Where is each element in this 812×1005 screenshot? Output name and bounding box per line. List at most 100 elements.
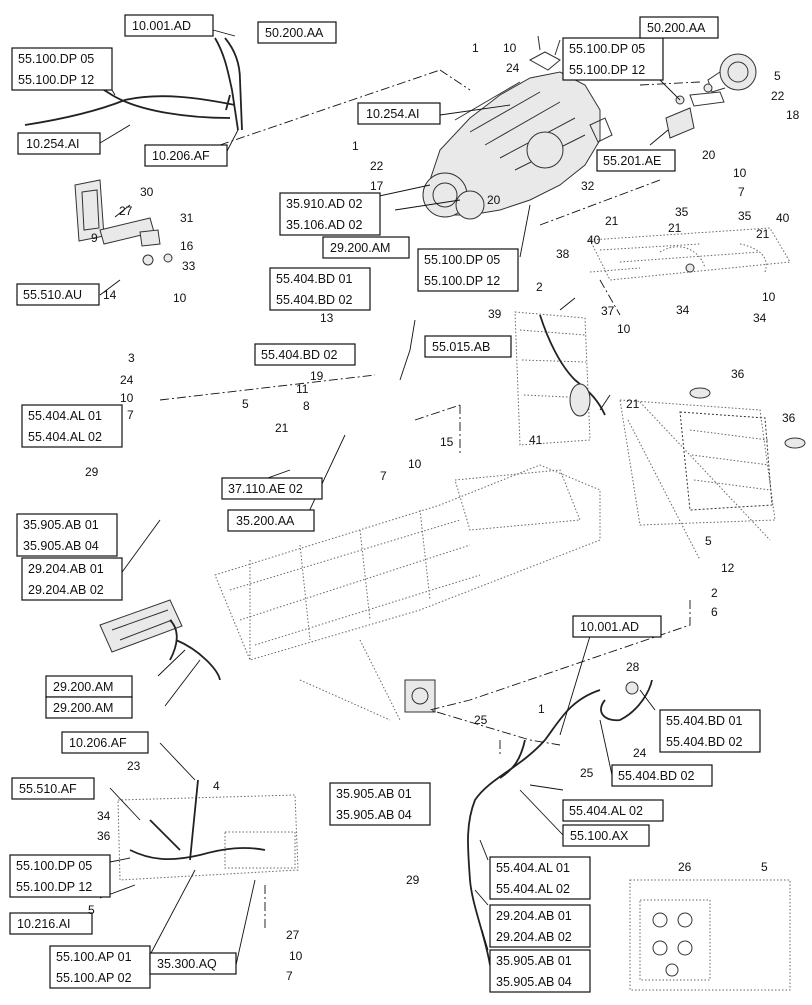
ref-box-29-204-ab-left[interactable]: 29.204.AB 01 29.204.AB 02 [21, 557, 123, 601]
ref-label: 50.200.AA [265, 26, 324, 40]
ref-label: 55.100.DP 05 [569, 42, 645, 56]
ref-label: 29.200.AM [53, 680, 113, 694]
ref-box-55-404-al-center[interactable]: 55.404.AL 01 55.404.AL 02 [489, 856, 591, 900]
callout: 19 [310, 369, 324, 383]
callout: 22 [370, 159, 384, 173]
callout: 10 [617, 322, 631, 336]
callout: 5 [705, 534, 712, 548]
callout: 5 [761, 860, 768, 874]
callout: 24 [506, 61, 520, 75]
ref-box-55-015-ab[interactable]: 55.015.AB [424, 335, 512, 358]
callout: 10 [289, 949, 303, 963]
callout: 35 [738, 209, 752, 223]
callout: 21 [275, 421, 289, 435]
callout: 37 [601, 304, 615, 318]
ref-box-55-404-al-02[interactable]: 55.404.AL 02 [562, 799, 664, 822]
ref-box-55-404-al-left[interactable]: 55.404.AL 01 55.404.AL 02 [21, 404, 123, 448]
valve-block-illustration [629, 879, 791, 991]
ref-label: 10.001.AD [580, 620, 639, 634]
callout: 4 [213, 779, 220, 793]
ref-box-10-206-af-lower[interactable]: 10.206.AF [61, 731, 149, 754]
callout: 20 [702, 148, 716, 162]
ref-box-10-206-af-top[interactable]: 10.206.AF [144, 144, 228, 167]
callout: 25 [474, 713, 488, 727]
ref-box-35-200-aa[interactable]: 35.200.AA [227, 509, 315, 532]
callout: 2 [711, 586, 718, 600]
ref-box-55-100-dp-top-right[interactable]: 55.100.DP 05 55.100.DP 12 [562, 37, 664, 81]
ref-box-35-300-aq[interactable]: 35.300.AQ [149, 952, 237, 975]
callout: 35 [675, 205, 689, 219]
ref-label: 55.100.DP 12 [16, 880, 92, 894]
ref-box-55-201-ae[interactable]: 55.201.AE [596, 149, 676, 172]
callout: 7 [286, 969, 293, 983]
ref-box-50-200-aa-right[interactable]: 50.200.AA [639, 16, 719, 39]
callout: 7 [127, 408, 134, 422]
callout: 40 [776, 211, 790, 225]
callout: 21 [668, 221, 682, 235]
reference-dash-lines [159, 69, 701, 930]
ref-box-10-254-ai-center[interactable]: 10.254.AI [357, 102, 441, 125]
ref-box-29-200-am-lower-1[interactable]: 29.200.AM [45, 675, 133, 698]
ref-box-55-404-bd-lower[interactable]: 55.404.BD 01 55.404.BD 02 [659, 709, 761, 753]
ref-box-55-100-ap[interactable]: 55.100.AP 01 55.100.AP 02 [49, 945, 151, 989]
ref-box-35-905-ab-bottom[interactable]: 35.905.AB 01 35.905.AB 04 [489, 949, 591, 993]
ref-box-55-510-af[interactable]: 55.510.AF [11, 777, 95, 800]
ref-label: 10.216.AI [17, 917, 71, 931]
ref-label: 37.110.AE 02 [228, 482, 303, 496]
ref-label: 55.510.AF [19, 782, 77, 796]
callout: 36 [782, 411, 796, 425]
ref-box-35-905-ab-center[interactable]: 35.905.AB 01 35.905.AB 04 [329, 782, 431, 826]
ref-label: 55.404.AL 01 [496, 861, 570, 875]
ref-box-55-510-au[interactable]: 55.510.AU [16, 283, 100, 306]
ref-box-55-100-dp-lower[interactable]: 55.100.DP 05 55.100.DP 12 [9, 854, 111, 898]
ref-label: 55.404.BD 01 [666, 714, 742, 728]
callout: 34 [97, 809, 111, 823]
ref-box-10-254-ai-left[interactable]: 10.254.AI [17, 132, 101, 155]
ref-box-10-216-ai[interactable]: 10.216.AI [9, 912, 93, 935]
callout: 30 [140, 185, 154, 199]
callout: 13 [320, 311, 334, 325]
ref-box-55-100-ax[interactable]: 55.100.AX [562, 824, 650, 847]
callout: 9 [91, 231, 98, 245]
ref-label: 55.201.AE [603, 154, 661, 168]
ref-box-35-910-ad[interactable]: 35.910.AD 02 35.106.AD 02 [279, 192, 381, 236]
ref-label: 55.100.AP 01 [56, 950, 132, 964]
ref-label: 55.100.DP 12 [18, 73, 94, 87]
ref-label: 10.206.AF [152, 149, 210, 163]
callout: 3 [128, 351, 135, 365]
ref-box-29-204-ab-center[interactable]: 29.204.AB 01 29.204.AB 02 [489, 904, 591, 948]
callout: 32 [581, 179, 595, 193]
ref-box-55-404-bd-02-mid[interactable]: 55.404.BD 02 [254, 343, 356, 366]
ref-box-55-100-dp-center[interactable]: 55.100.DP 05 55.100.DP 12 [417, 248, 519, 292]
callout: 34 [676, 303, 690, 317]
ref-box-50-200-aa-top[interactable]: 50.200.AA [257, 21, 337, 44]
leader-lines [99, 29, 681, 966]
ref-label: 55.100.DP 12 [424, 274, 500, 288]
ref-box-55-100-dp-top-left[interactable]: 55.100.DP 05 55.100.DP 12 [11, 47, 113, 91]
ref-box-29-200-am-lower-2[interactable]: 29.200.AM [45, 696, 133, 719]
callout: 24 [633, 746, 647, 760]
ref-label: 29.200.AM [330, 241, 390, 255]
ref-box-55-404-bd-upper[interactable]: 55.404.BD 01 55.404.BD 02 [269, 267, 371, 311]
ref-box-37-110-ae[interactable]: 37.110.AE 02 [221, 477, 323, 500]
ref-label: 35.200.AA [236, 514, 295, 528]
part-callouts: 1 10 24 1 22 17 5 22 18 20 10 7 32 20 30… [85, 41, 800, 983]
chassis-frame-illustration [214, 464, 601, 721]
ref-label: 35.905.AB 01 [336, 787, 412, 801]
callout: 36 [97, 829, 111, 843]
callout: 5 [242, 397, 249, 411]
callout: 24 [120, 373, 134, 387]
ref-label: 10.001.AD [132, 19, 191, 33]
ref-box-55-404-bd-02-lower[interactable]: 55.404.BD 02 [611, 764, 713, 787]
callout: 11 [296, 382, 309, 396]
ref-box-35-905-ab-left[interactable]: 35.905.AB 01 35.905.AB 04 [16, 513, 118, 557]
callout: 6 [711, 605, 718, 619]
alternator-illustration [703, 53, 757, 93]
callout: 26 [678, 860, 692, 874]
ref-box-10-001-ad-lower[interactable]: 10.001.AD [572, 615, 662, 638]
callout: 16 [180, 239, 194, 253]
ref-box-10-001-ad-top[interactable]: 10.001.AD [124, 14, 214, 37]
ref-label: 55.100.DP 05 [16, 859, 92, 873]
ref-box-29-200-am-center[interactable]: 29.200.AM [322, 236, 410, 259]
